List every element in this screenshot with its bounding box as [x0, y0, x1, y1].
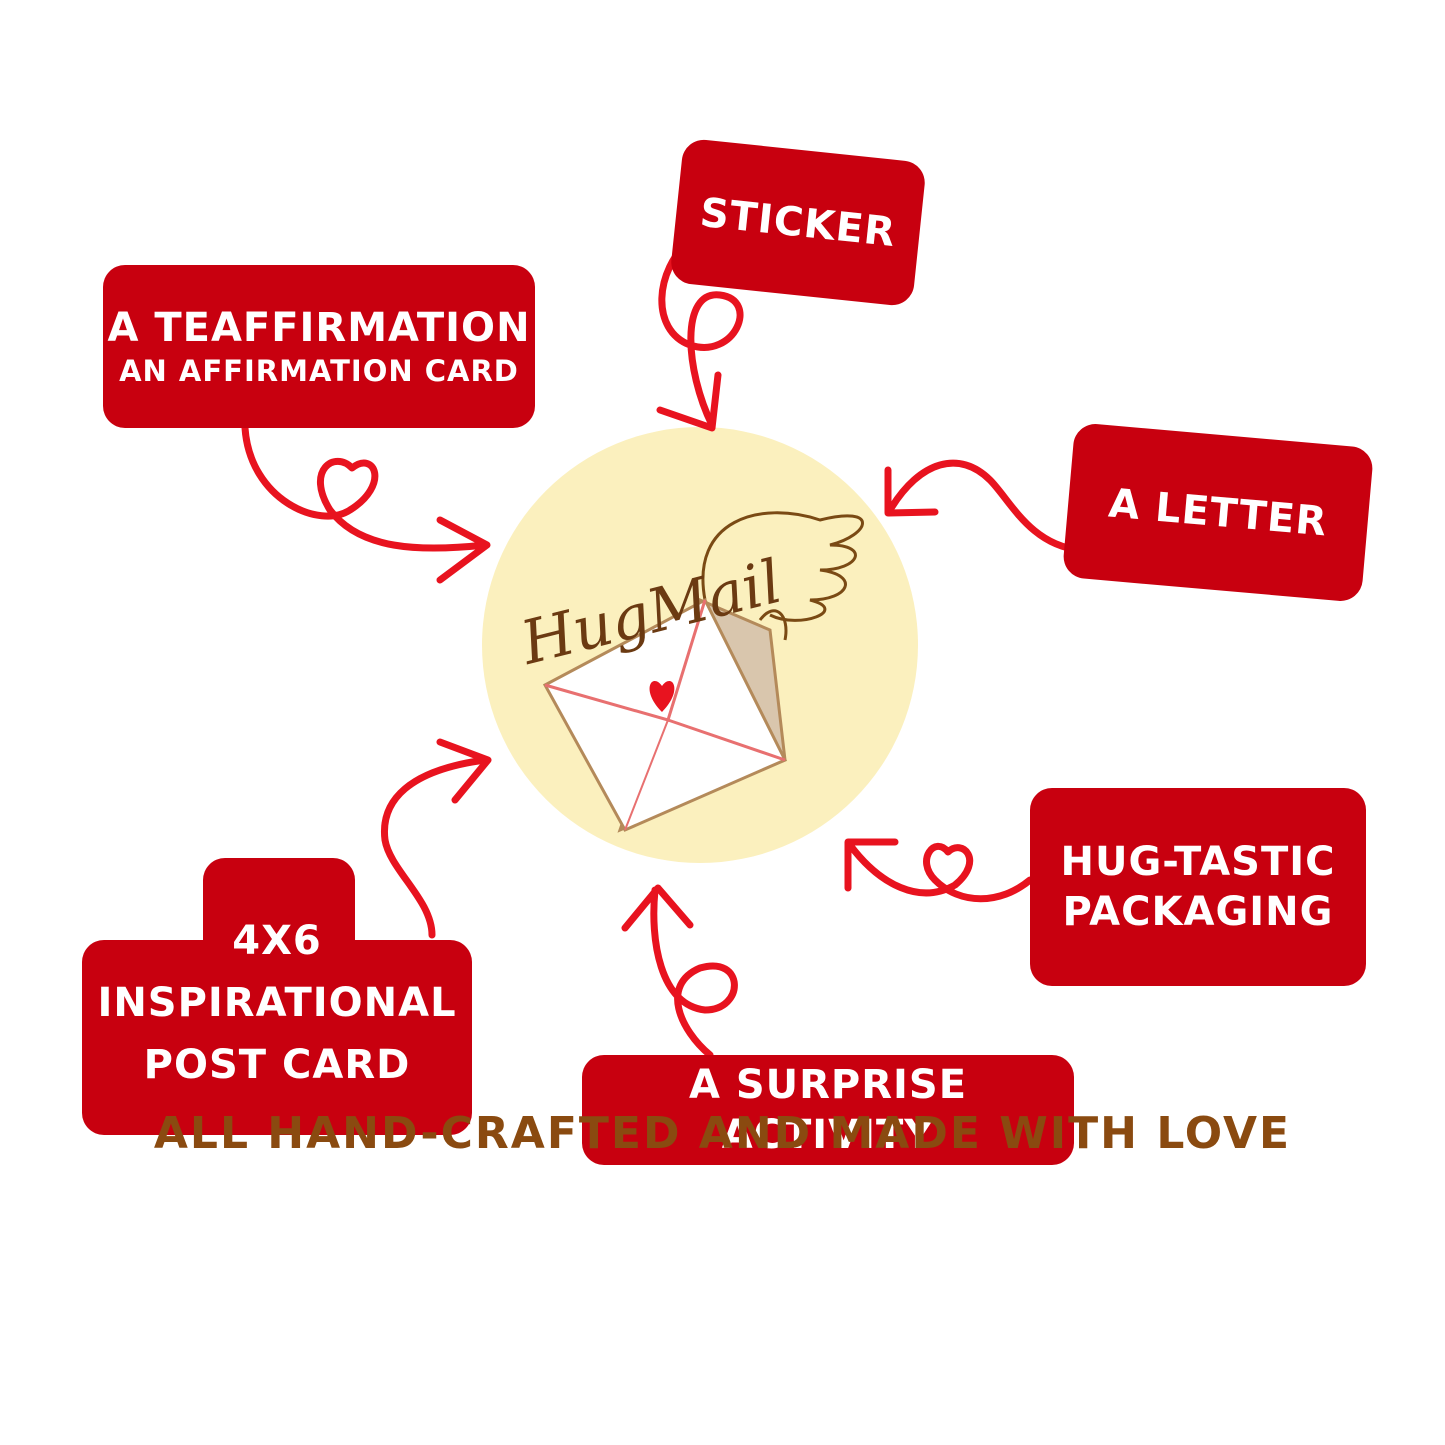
activity-arrow — [650, 886, 738, 1059]
postcard-line3: POST CARD — [143, 1041, 411, 1088]
activity-label-text: A SURPRISE ACTIVITY — [688, 1062, 968, 1158]
label-activity: A SURPRISE ACTIVITY — [582, 1055, 1074, 1165]
label-packaging: HUG-TASTIC PACKAGING — [1030, 788, 1366, 986]
letter-label-text: A LETTER — [1106, 480, 1330, 545]
packaging-arrow — [846, 841, 1034, 903]
teaffirmation-line2: AN AFFIRMATION CARD — [119, 354, 519, 389]
packaging-line2: PACKAGING — [1062, 889, 1334, 935]
teaffirmation-arrow — [241, 424, 489, 552]
teaffirmation-line1: A TEAFFIRMATION — [107, 305, 531, 352]
label-postcard — [82, 940, 472, 1135]
postcard-line1: 4X6 — [232, 917, 322, 964]
letter-arrow — [886, 459, 1084, 554]
envelope-icon — [542, 511, 864, 833]
packaging-line1: HUG-TASTIC — [1060, 839, 1336, 885]
label-teaffirmation: A TEAFFIRMATION AN AFFIRMATION CARD — [103, 265, 535, 428]
label-postcard-text: 4X6 INSPIRATIONAL POST CARD — [82, 870, 472, 1135]
footer-tagline: ALL HAND-CRAFTED AND MADE WITH LOVE — [153, 1108, 1292, 1159]
sticker-arrow — [658, 236, 744, 429]
postcard-line2: INSPIRATIONAL — [97, 979, 457, 1026]
sticker-label-text: STICKER — [697, 189, 899, 256]
postcard-arrow — [380, 756, 489, 939]
label-letter: A LETTER — [1061, 422, 1375, 603]
label-sticker: STICKER — [669, 137, 927, 308]
